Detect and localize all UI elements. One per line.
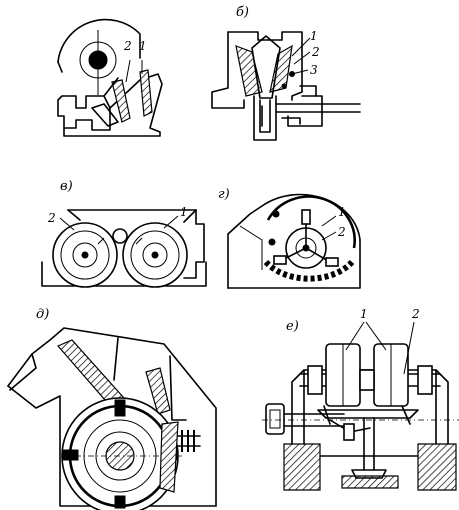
- impact-plate: [145, 367, 171, 415]
- panel-label: б): [236, 5, 249, 20]
- part-label: 2: [47, 211, 56, 225]
- panel-label: в): [60, 179, 73, 194]
- panel-a-jaw-crusher: 2 1: [57, 18, 163, 137]
- panel-label: г): [218, 187, 230, 202]
- motor: [265, 403, 285, 435]
- movable-jaw: [111, 79, 131, 123]
- panel-label: д): [36, 307, 49, 322]
- panel-d-impact-crusher: д): [7, 307, 217, 510]
- part-label: 2: [123, 39, 132, 53]
- part-label: 1: [180, 205, 188, 219]
- part-label: 1: [310, 29, 318, 43]
- panel-label: е): [286, 319, 299, 334]
- part-label: 2: [337, 225, 346, 239]
- part-label: 1: [360, 307, 368, 321]
- panel-g-hammer-crusher: г) 1 2: [218, 187, 361, 289]
- panel-v-roll-crusher: в) 2 1: [41, 179, 207, 288]
- part-label: 2: [311, 45, 320, 59]
- panel-b-cone-crusher: б) 1 2 3: [211, 5, 361, 141]
- part-label: 3: [310, 63, 318, 77]
- fixed-jaw: [139, 69, 153, 117]
- part-label: 2: [411, 307, 420, 321]
- panel-e-edge-runner-mill: е) 1 2: [262, 307, 459, 491]
- part-label: 1: [139, 39, 147, 53]
- part-label: 1: [338, 205, 346, 219]
